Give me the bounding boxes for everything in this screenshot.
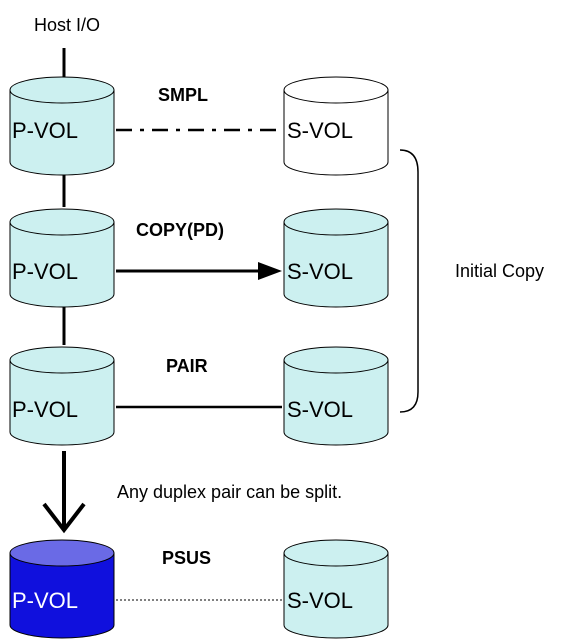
state-label-smpl: SMPL: [158, 85, 208, 105]
initial-copy-label: Initial Copy: [455, 261, 544, 281]
cylinder-top: [9, 76, 115, 104]
cylinder-body: [9, 221, 115, 308]
s-vol-cylinder: S-VOL: [283, 208, 389, 308]
cylinder-top: [283, 208, 389, 236]
s-vol-label: S-VOL: [287, 588, 353, 613]
p-vol-cylinder-active: P-VOL: [9, 539, 115, 639]
row-psus: PSUS P-VOL S-VOL: [9, 539, 389, 639]
s-vol-cylinder: S-VOL: [283, 539, 389, 639]
p-vol-label: P-VOL: [12, 259, 78, 284]
cylinder-body: [9, 359, 115, 446]
p-vol-label: P-VOL: [12, 588, 78, 613]
cylinder-top: [9, 208, 115, 236]
cylinder-body: [9, 89, 115, 176]
cylinder-body: [283, 221, 389, 308]
cylinder-top: [9, 539, 115, 567]
p-vol-cylinder: P-VOL: [9, 76, 115, 176]
cylinder-top: [283, 346, 389, 374]
p-vol-label: P-VOL: [12, 397, 78, 422]
link-arrow-head: [258, 262, 282, 280]
p-vol-cylinder: P-VOL: [9, 346, 115, 446]
initial-copy-bracket: [399, 149, 419, 413]
state-label-copy-pd: COPY(PD): [136, 220, 224, 240]
state-label-pair: PAIR: [166, 356, 208, 376]
split-note: Any duplex pair can be split.: [117, 482, 342, 502]
row-copy-pd: COPY(PD) P-VOL S-VOL: [9, 208, 389, 308]
cylinder-body: [283, 89, 389, 176]
cylinder-top: [9, 346, 115, 374]
p-vol-cylinder: P-VOL: [9, 208, 115, 308]
host-io-label: Host I/O: [34, 15, 100, 35]
cylinder-body: [283, 552, 389, 639]
p-vol-label: P-VOL: [12, 118, 78, 143]
s-vol-cylinder: S-VOL: [283, 76, 389, 176]
s-vol-label: S-VOL: [287, 259, 353, 284]
s-vol-cylinder: S-VOL: [283, 346, 389, 446]
row-smpl: SMPL P-VOL S-VOL: [9, 76, 389, 176]
cylinder-top: [283, 539, 389, 567]
row-pair: PAIR P-VOL S-VOL: [9, 346, 389, 446]
state-label-psus: PSUS: [162, 548, 211, 568]
cylinder-body: [9, 552, 115, 639]
cylinder-body: [283, 359, 389, 446]
s-vol-label: S-VOL: [287, 397, 353, 422]
split-arrow-head: [42, 502, 86, 534]
s-vol-label: S-VOL: [287, 118, 353, 143]
cylinder-top: [283, 76, 389, 104]
